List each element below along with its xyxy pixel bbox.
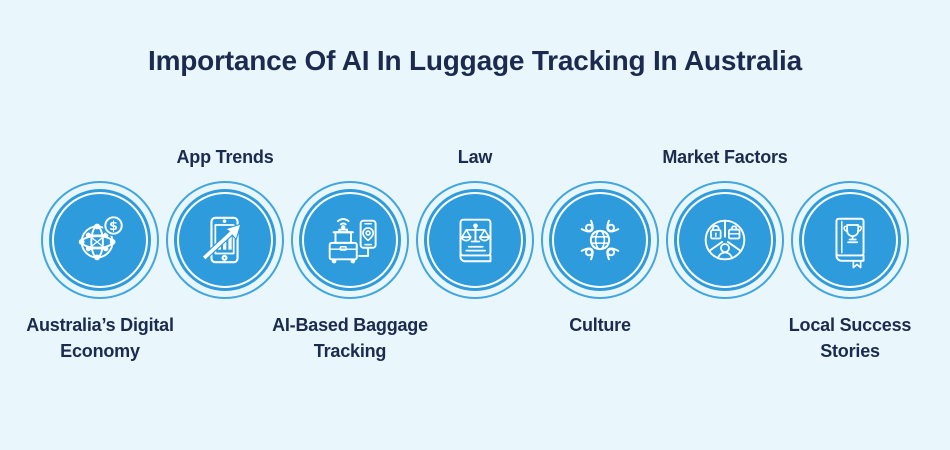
item-circle [416,181,534,299]
trophy-book-icon [835,217,865,269]
item-ai-based-baggage-tracking: AI-Based Baggage Tracking [272,181,428,361]
item-label: Law [457,147,493,167]
pie-lock-briefcase-person-icon [704,219,746,261]
item-market-factors: Market Factors [662,147,788,299]
item-culture: Culture [541,181,659,335]
svg-text:$: $ [109,218,118,233]
item-law: Law [416,147,534,299]
item-label: AI-Based Baggage Tracking [272,315,428,361]
item-label: Market Factors [662,147,788,167]
item-label: Culture [569,315,631,335]
suitcase-phone-tracking-icon [328,218,377,264]
item-circle: $ [41,181,159,299]
item-circle [541,181,659,299]
item-label: App Trends [176,147,274,167]
item-circle [791,181,909,299]
item-app-trends: App Trends [166,147,284,299]
item-circle [666,181,784,299]
page-title: Importance Of AI In Luggage Tracking In … [147,45,802,76]
item-australias-digital-economy: Australia’s Digital Economy [26,181,174,361]
item-label: Australia’s Digital Economy [26,315,174,361]
tablet-growth-chart-icon [201,216,242,264]
item-circle [291,181,409,299]
item-circle [166,181,284,299]
globe-dollar-network-icon: $ [78,214,125,261]
law-book-scales-icon [459,218,492,263]
item-local-success-stories: Local Success Stories [789,181,911,361]
globe-people-icon [580,219,620,261]
item-label: Local Success Stories [788,315,912,361]
